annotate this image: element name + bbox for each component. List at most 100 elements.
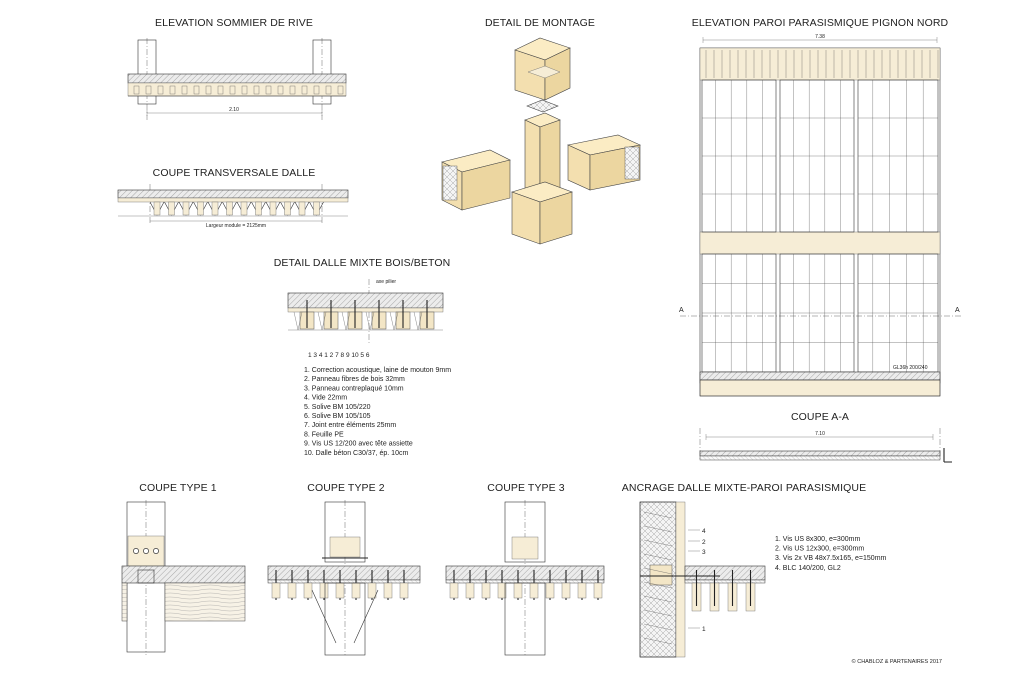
slab-joist — [577, 582, 587, 599]
detail-de-montage: DETAIL DE MONTAGE — [441, 17, 641, 245]
transv-joist — [153, 201, 161, 216]
slab-joist — [271, 582, 281, 599]
ancrage-wall-brace — [643, 567, 673, 575]
dimension-paroi: 7.38 — [815, 34, 825, 40]
coupe-type-1: COUPE TYPE 1 — [121, 482, 246, 655]
ancrage-wall-brace — [643, 595, 673, 603]
sommier-rib — [133, 85, 140, 95]
slab-joist — [561, 582, 571, 599]
slab-joist — [303, 582, 313, 599]
title-coupe-transversale: COUPE TRANSVERSALE DALLE — [153, 167, 316, 179]
ancrage-callout-4: 4 — [702, 528, 706, 535]
elevation-paroi-parasismique: ELEVATION PAROI PARASISMIQUE PIGNON NORD… — [679, 17, 962, 397]
ancrage-legend-item-4: 4. BLC 140/200, GL2 — [775, 565, 841, 572]
transv-joist — [313, 201, 320, 216]
ancrage-legend-item-1: 1. Vis US 8x300, e=300mm — [775, 536, 860, 543]
dalle-legend-item-4: 4. Vide 22mm — [304, 395, 347, 402]
dalle-legend-item-6: 6. Solive BM 105/105 — [304, 413, 371, 420]
slab-joist — [497, 582, 507, 599]
coupe-type-3: COUPE TYPE 3 — [445, 482, 605, 656]
sommier-rib — [313, 85, 320, 95]
ancrage-callout-3: 3 — [702, 549, 706, 556]
title-coupe-type-1: COUPE TYPE 1 — [139, 482, 217, 494]
slab-joist — [287, 582, 297, 599]
dalle-legend-item-7: 7. Joint entre éléments 25mm — [304, 422, 396, 429]
title-detail-dalle: DETAIL DALLE MIXTE BOIS/BETON — [274, 257, 451, 269]
slab-joist — [529, 582, 539, 599]
coupe-type-2-drawing — [267, 500, 421, 656]
sommier-rib — [337, 85, 344, 95]
dalle-legend-item-1: 1. Correction acoustique, laine de mouto… — [304, 367, 451, 374]
sommier-rib — [181, 85, 188, 95]
dalle-legend-item-2: 2. Panneau fibres de bois 32mm — [304, 376, 405, 383]
ancrage-wall-brace — [643, 609, 673, 617]
transv-joist — [298, 201, 306, 216]
slab-joist — [465, 582, 475, 599]
coupe-aa-drawing: 7.10 — [699, 428, 952, 463]
ancrage-wall-brace — [643, 553, 673, 561]
transv-joist — [182, 201, 190, 216]
dalle-legend-item-10: 10. Dalle béton C30/37, ép. 10cm — [304, 450, 408, 457]
detail-dalle-drawing: axe pilier 1 3 4 1 2 7 8 9 10 5 6 — [287, 279, 444, 359]
transv-joist — [284, 201, 291, 216]
beam-tag: GL36h 200/240 — [893, 365, 928, 371]
paroi-elevation-drawing: 7.38 GL36h 200/240 A A — [679, 34, 962, 397]
dimension-coupe-aa: 7.10 — [815, 431, 825, 437]
ancrage-wall-brace — [643, 511, 673, 519]
sommier-rib — [265, 85, 272, 95]
sommier-rib — [193, 85, 200, 95]
sommier-rib — [205, 85, 212, 95]
slab-joist — [545, 582, 555, 599]
slab-joist — [481, 582, 491, 599]
elevation-sommier-de-rive: ELEVATION SOMMIER DE RIVE 2.10 — [127, 17, 347, 120]
slab-joist — [367, 582, 377, 599]
ancrage-callout-1: 1 — [702, 626, 706, 633]
ancrage-wall-brace — [643, 623, 673, 631]
ancrage-dalle-paroi: ANCRAGE DALLE MIXTE-PAROI PARASISMIQUE 4… — [622, 482, 887, 658]
coupe-transversale-dalle: COUPE TRANSVERSALE DALLE Largeur module … — [117, 167, 349, 229]
title-elevation-sommier: ELEVATION SOMMIER DE RIVE — [155, 17, 313, 29]
dalle-legend-item-5: 5. Solive BM 105/220 — [304, 404, 371, 411]
axe-pilier-label: axe pilier — [376, 279, 396, 285]
section-mark-left: A — [679, 307, 684, 314]
sommier-drawing: 2.10 — [127, 38, 347, 120]
ancrage-wall-brace — [643, 581, 673, 589]
slab-joist — [449, 582, 459, 599]
ancrage-wall-brace — [643, 525, 673, 533]
ancrage-drawing: 4 2 3 1 — [639, 501, 766, 658]
transv-joist — [197, 201, 204, 216]
transv-joist — [168, 201, 175, 216]
ancrage-wall-brace — [643, 637, 673, 645]
coupe-a-a: COUPE A-A 7.10 — [699, 411, 952, 463]
sommier-rib — [301, 85, 308, 95]
dimension-sommier: 2.10 — [229, 107, 239, 113]
sommier-rib — [169, 85, 176, 95]
sommier-rib — [325, 85, 332, 95]
title-ancrage: ANCRAGE DALLE MIXTE-PAROI PARASISMIQUE — [622, 482, 866, 494]
ancrage-callout-2: 2 — [702, 539, 706, 546]
coupe-type-2: COUPE TYPE 2 — [267, 482, 421, 656]
sommier-rib — [289, 85, 296, 95]
transv-joist — [240, 201, 248, 216]
detail-dalle-callouts: 1 3 4 1 2 7 8 9 10 5 6 — [308, 352, 370, 359]
sommier-rib — [229, 85, 236, 95]
transv-joist — [211, 201, 219, 216]
sommier-rib — [145, 85, 152, 95]
title-detail-montage: DETAIL DE MONTAGE — [485, 17, 595, 29]
ancrage-legend-item-3: 3. Vis 2x VB 48x7.5x165, e=150mm — [775, 555, 887, 562]
slab-joist — [513, 582, 523, 599]
detail-dalle-legend: 1. Correction acoustique, laine de mouto… — [304, 367, 451, 457]
slab-joist — [383, 582, 393, 599]
title-elevation-paroi: ELEVATION PAROI PARASISMIQUE PIGNON NORD — [692, 17, 949, 29]
sommier-rib — [241, 85, 248, 95]
ancrage-legend-item-2: 2. Vis US 12x300, e=300mm — [775, 546, 864, 553]
section-mark-right: A — [955, 307, 960, 314]
credit: © CHABLOZ & PARTENAIRES 2017 — [852, 658, 942, 665]
slab-joist — [319, 582, 329, 599]
dalle-legend-item-9: 9. Vis US 12/200 avec tête assiette — [304, 441, 413, 448]
detail-dalle-mixte: DETAIL DALLE MIXTE BOIS/BETON axe pilier… — [274, 257, 452, 457]
sommier-rib — [157, 85, 164, 95]
sommier-rib — [217, 85, 224, 95]
coupe-type-3-drawing — [445, 500, 605, 656]
